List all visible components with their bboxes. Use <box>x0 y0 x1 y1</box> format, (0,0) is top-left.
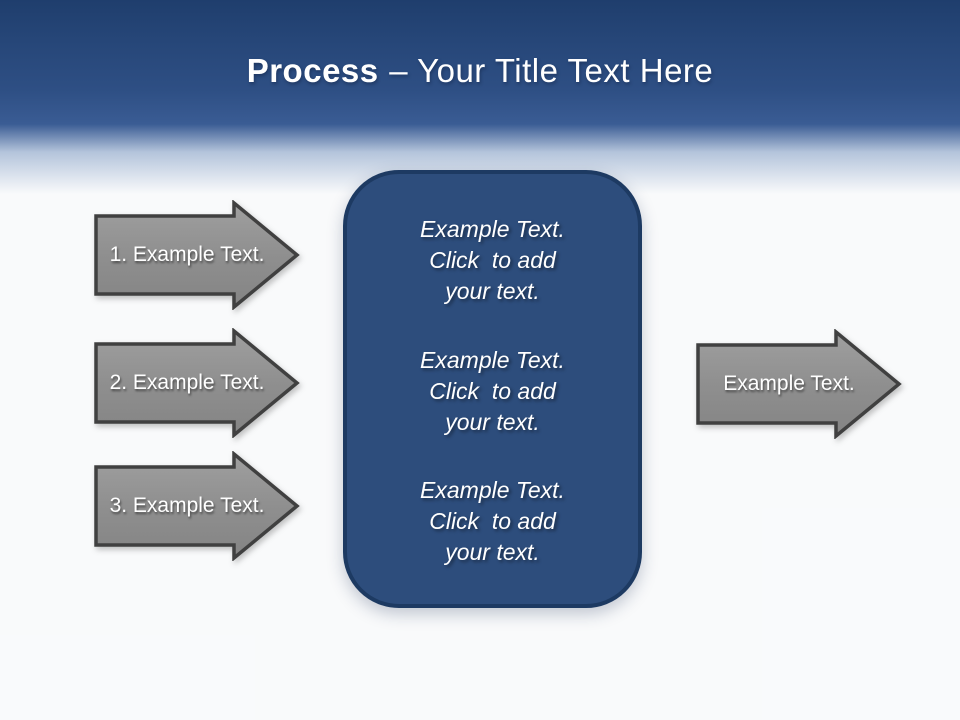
placeholder-line: your text. <box>445 408 540 435</box>
right-arrow-icon <box>696 329 902 439</box>
placeholder-line: your text. <box>445 539 540 565</box>
arrow-label: 2. Example Text. <box>109 371 265 394</box>
placeholder-line: Example Text. <box>420 346 565 373</box>
placeholder-line: Click to add <box>429 377 556 404</box>
placeholder-line: your text. <box>445 278 540 304</box>
text-placeholder-2[interactable]: Example Text. Click to add your text. <box>365 345 620 438</box>
arrow-label: Example Text. <box>723 372 855 395</box>
title-keyword: Process <box>246 52 379 89</box>
arrow-label: 3. Example Text. <box>109 494 265 517</box>
placeholder-line: Click to add <box>429 508 556 534</box>
title-subtitle: – Your Title Text Here <box>389 52 714 89</box>
placeholder-line: Example Text. <box>420 216 565 242</box>
process-step-2-arrow[interactable]: 2. Example Text. <box>94 328 300 438</box>
process-step-1-arrow[interactable]: 1. Example Text. <box>94 200 300 310</box>
text-placeholder-1[interactable]: Example Text. Click to add your text. <box>365 214 620 307</box>
placeholder-line: Click to add <box>429 247 556 273</box>
placeholder-line: Example Text. <box>420 477 565 503</box>
header-band: Process – Your Title Text Here <box>0 0 960 200</box>
center-text-panel[interactable]: Example Text. Click to add your text. Ex… <box>343 170 642 608</box>
slide-title[interactable]: Process – Your Title Text Here <box>0 52 960 90</box>
right-arrow-icon <box>94 328 300 438</box>
arrow-label: 1. Example Text. <box>109 243 265 266</box>
process-output-arrow[interactable]: Example Text. <box>696 329 902 439</box>
text-placeholder-3[interactable]: Example Text. Click to add your text. <box>365 475 620 568</box>
right-arrow-icon <box>94 200 300 310</box>
process-step-3-arrow[interactable]: 3. Example Text. <box>94 451 300 561</box>
right-arrow-icon <box>94 451 300 561</box>
